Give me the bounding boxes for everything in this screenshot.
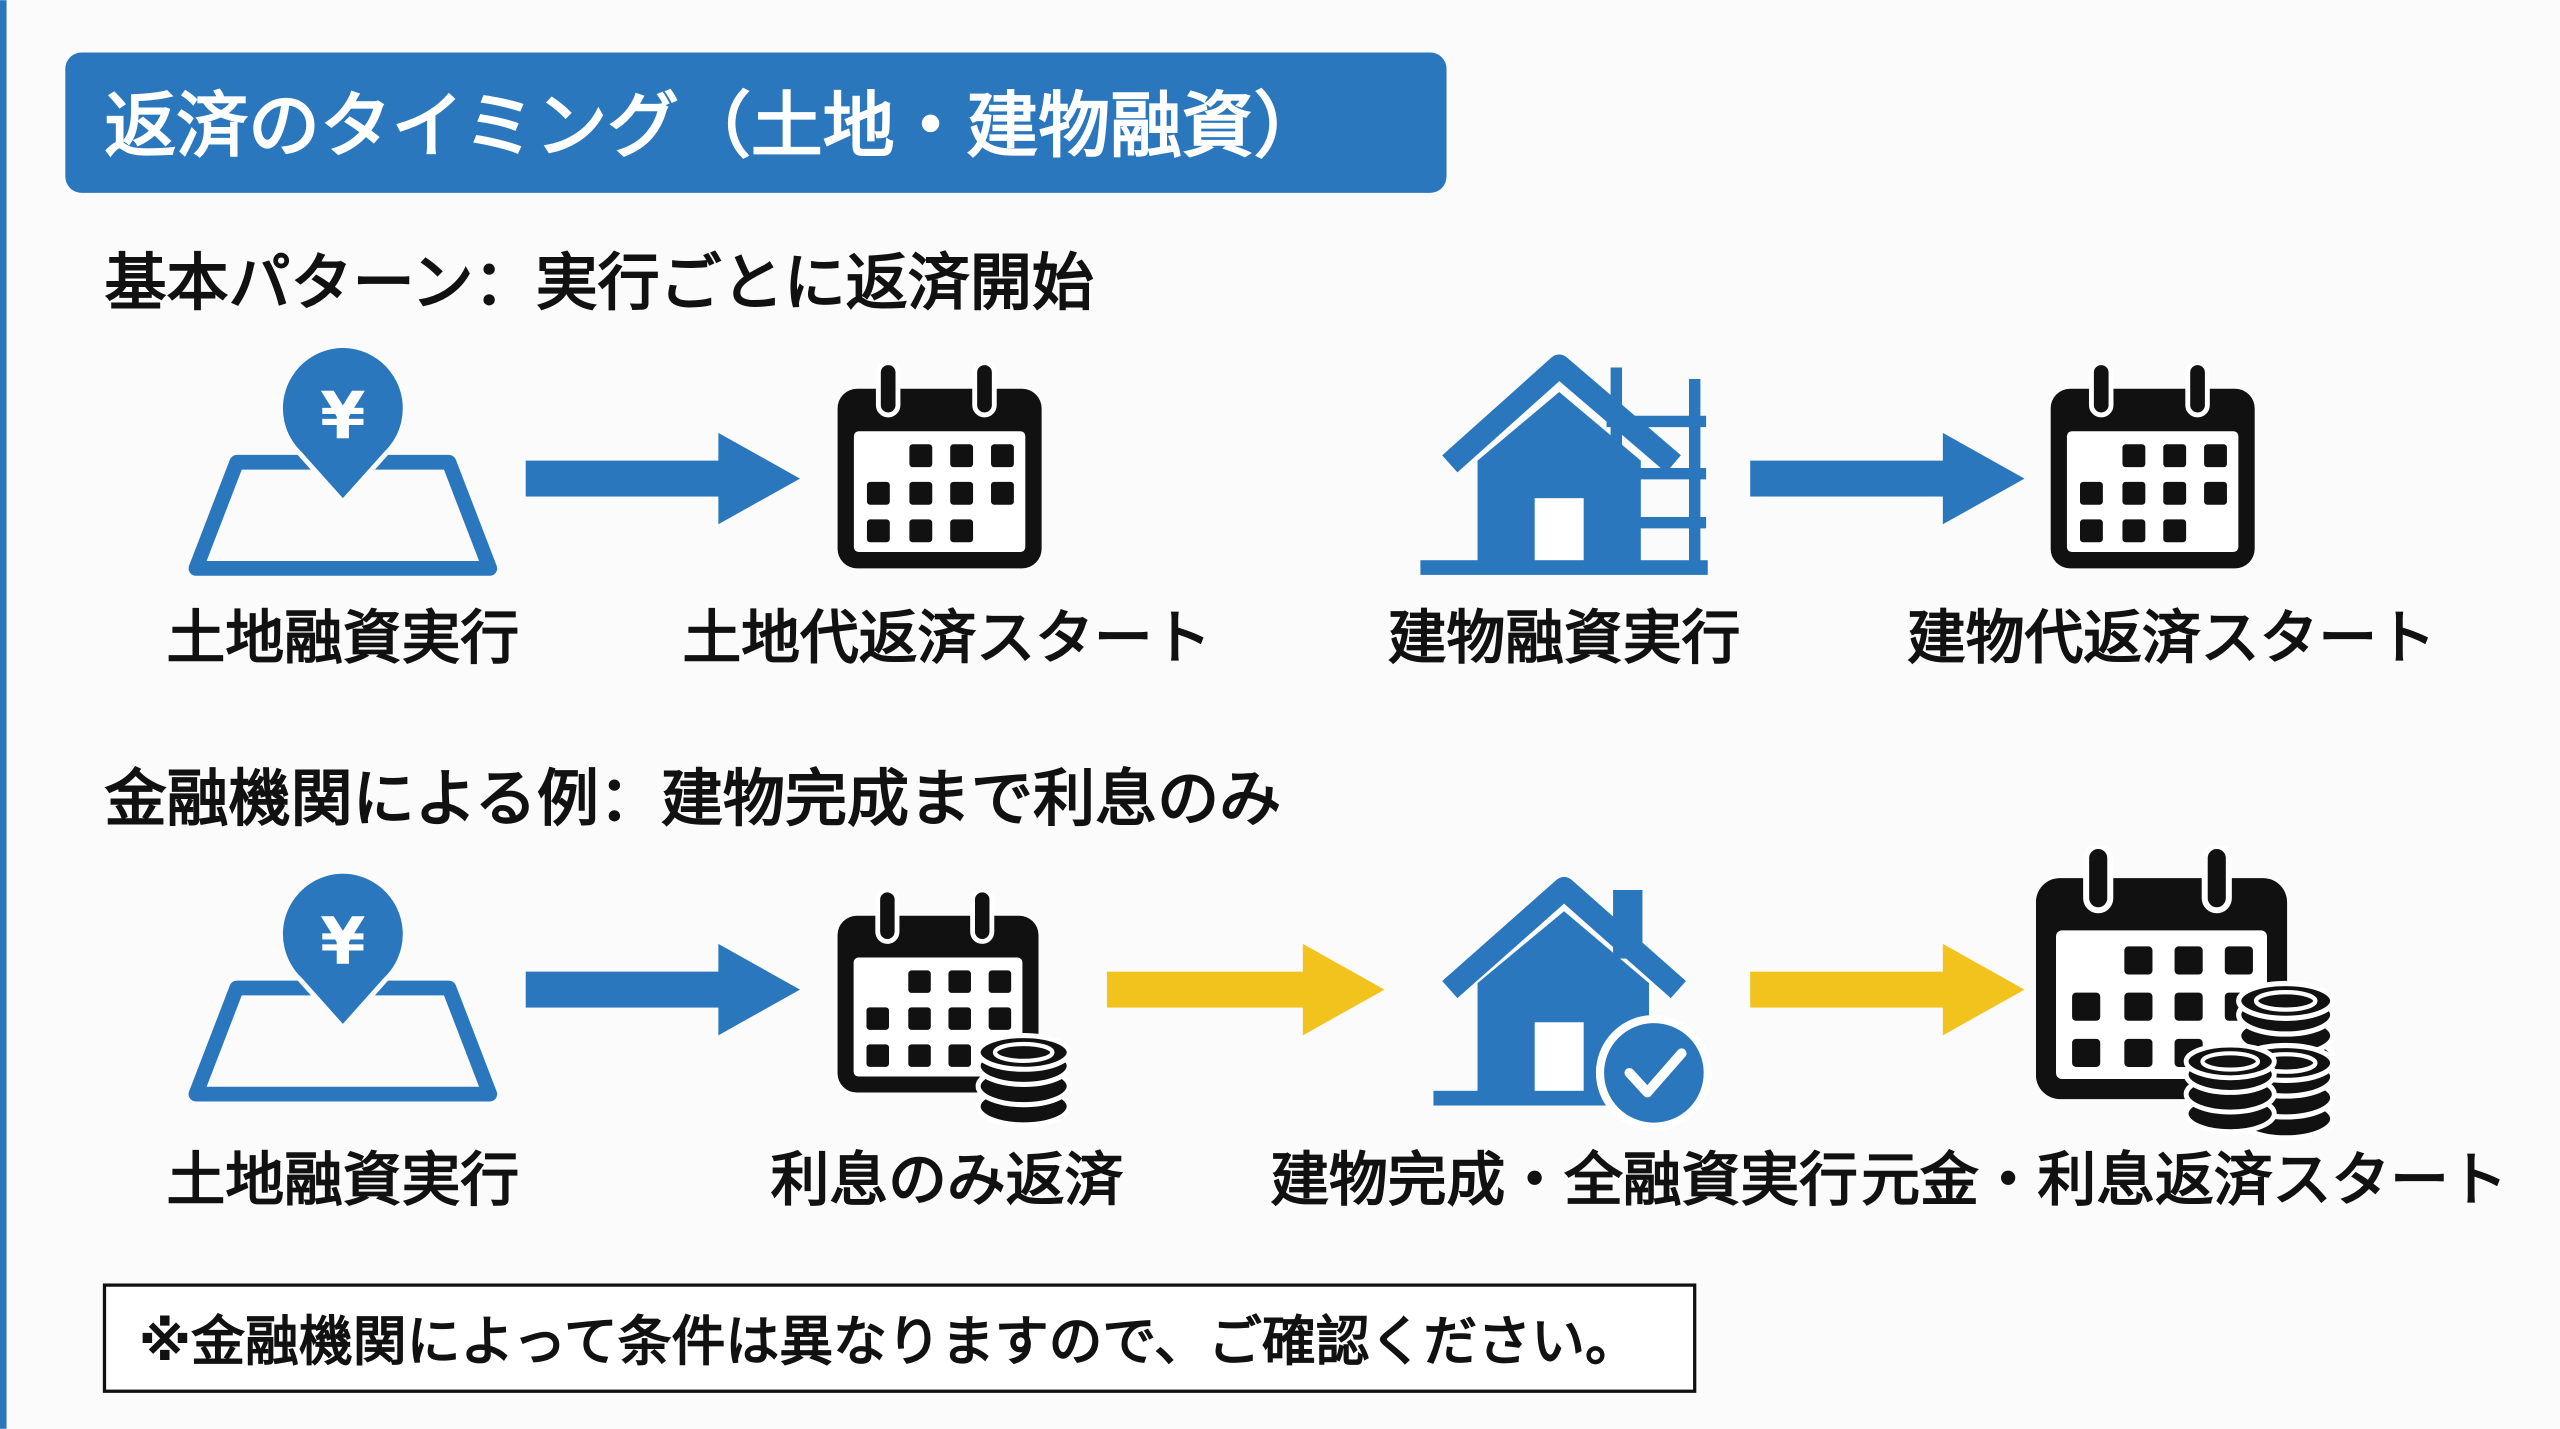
section-basic-heading: 基本パターン：実行ごとに返済開始 — [104, 246, 1093, 319]
section-example-heading: 金融機関による例：建物完成まで利息のみ — [103, 762, 1281, 835]
land-yen-pin-icon: ¥ — [196, 348, 490, 568]
calendar-icon — [838, 363, 1042, 569]
step-label: 建物完成・全融資実行 — [1270, 1145, 1858, 1214]
step-label: 土地代返済スタート — [682, 603, 1211, 672]
calendar-icon — [2051, 363, 2255, 569]
arrow-right-icon — [1750, 943, 2025, 1036]
yen-symbol: ¥ — [320, 378, 365, 454]
arrow-right-icon — [525, 943, 800, 1036]
yen-symbol: ¥ — [320, 903, 365, 979]
note-text: ※金融機関によって条件は異なりますので、ご確認ください。 — [139, 1310, 1639, 1373]
note-box: ※金融機関によって条件は異なりますので、ご確認ください。 — [102, 1283, 1697, 1393]
arrow-right-icon — [525, 432, 800, 525]
title-banner: 返済のタイミング（土地・建物融資） — [65, 52, 1447, 193]
arrow-right-icon — [1106, 943, 1385, 1036]
step-label: 建物融資実行 — [1388, 603, 1741, 672]
calendar-large-coins-icon — [2036, 846, 2333, 1138]
land-yen-pin-icon: ¥ — [196, 874, 490, 1094]
step-label: 元金・利息返済スタート — [1861, 1145, 2507, 1214]
house-check-icon — [1433, 876, 1712, 1131]
calendar-coins-icon — [838, 890, 1070, 1125]
arrow-right-icon — [1750, 432, 2025, 525]
page-title: 返済のタイミング（土地・建物融資） — [104, 83, 1325, 167]
house-construction-icon — [1420, 354, 1708, 575]
step-label: 土地融資実行 — [167, 603, 520, 672]
step-label: 利息のみ返済 — [771, 1145, 1124, 1214]
left-edge-border — [0, 0, 7, 1429]
step-label: 土地融資実行 — [167, 1145, 520, 1214]
step-label: 建物代返済スタート — [1907, 603, 2436, 672]
